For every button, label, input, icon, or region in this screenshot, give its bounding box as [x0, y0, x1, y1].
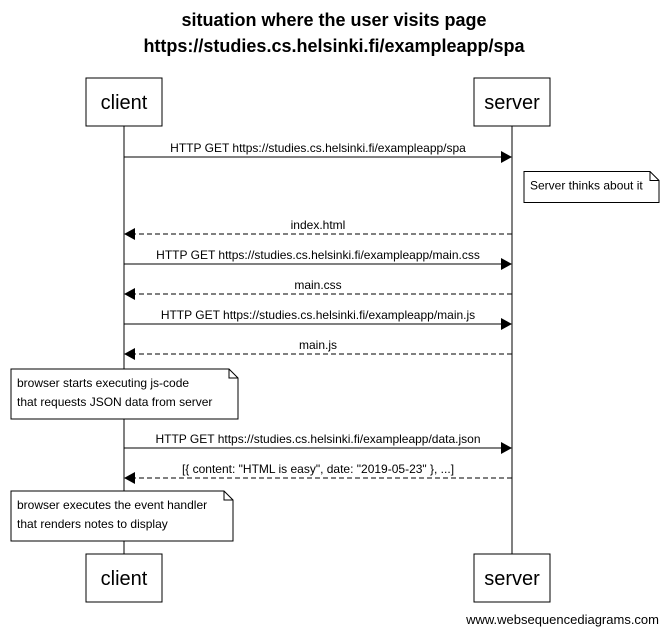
diagram-title-line-2: https://studies.cs.helsinki.fi/exampleap…: [143, 36, 525, 56]
participant-box-server-bottom: [473, 553, 551, 603]
note-text-10-1: that renders notes to display: [17, 517, 168, 531]
participant-label-client-top: client: [101, 92, 148, 114]
note-text-7-0: browser starts executing js-code: [17, 376, 189, 390]
participant-box-client-bottom: [85, 553, 163, 603]
message-label-0: HTTP GET https://studies.cs.helsinki.fi/…: [170, 141, 466, 155]
message-arrowhead-9: [124, 472, 135, 484]
message-arrowhead-4: [124, 288, 135, 300]
message-label-8: HTTP GET https://studies.cs.helsinki.fi/…: [155, 432, 480, 446]
participant-label-server-bottom: server: [484, 568, 540, 590]
participant-box-client-top: [85, 77, 163, 127]
message-arrowhead-3: [501, 258, 512, 270]
message-label-3: HTTP GET https://studies.cs.helsinki.fi/…: [156, 248, 480, 262]
message-arrowhead-8: [501, 442, 512, 454]
diagram-title-line-1: situation where the user visits page: [181, 10, 487, 30]
note-text-1-0: Server thinks about it: [530, 179, 643, 193]
message-label-5: HTTP GET https://studies.cs.helsinki.fi/…: [161, 308, 475, 322]
message-label-6: main.js: [299, 338, 337, 352]
note-text-7-1: that requests JSON data from server: [17, 395, 212, 409]
message-arrowhead-2: [124, 228, 135, 240]
note-text-10-0: browser executes the event handler: [17, 498, 207, 512]
note-fold-10: [223, 491, 233, 501]
footer-credit: www.websequencediagrams.com: [466, 612, 659, 627]
participant-box-server-top: [473, 77, 551, 127]
participant-label-server-top: server: [484, 92, 540, 114]
note-fold-7: [228, 369, 238, 379]
note-box-7: [10, 368, 239, 420]
message-arrowhead-0: [501, 151, 512, 163]
participant-label-client-bottom: client: [101, 568, 148, 590]
message-arrowhead-6: [124, 348, 135, 360]
message-label-9: [{ content: "HTML is easy", date: "2019-…: [182, 462, 454, 476]
note-fold-1: [649, 171, 659, 181]
message-label-4: main.css: [294, 278, 341, 292]
message-arrowhead-5: [501, 318, 512, 330]
note-box-1: [523, 171, 660, 203]
note-box-10: [10, 490, 234, 542]
message-label-2: index.html: [291, 218, 346, 232]
